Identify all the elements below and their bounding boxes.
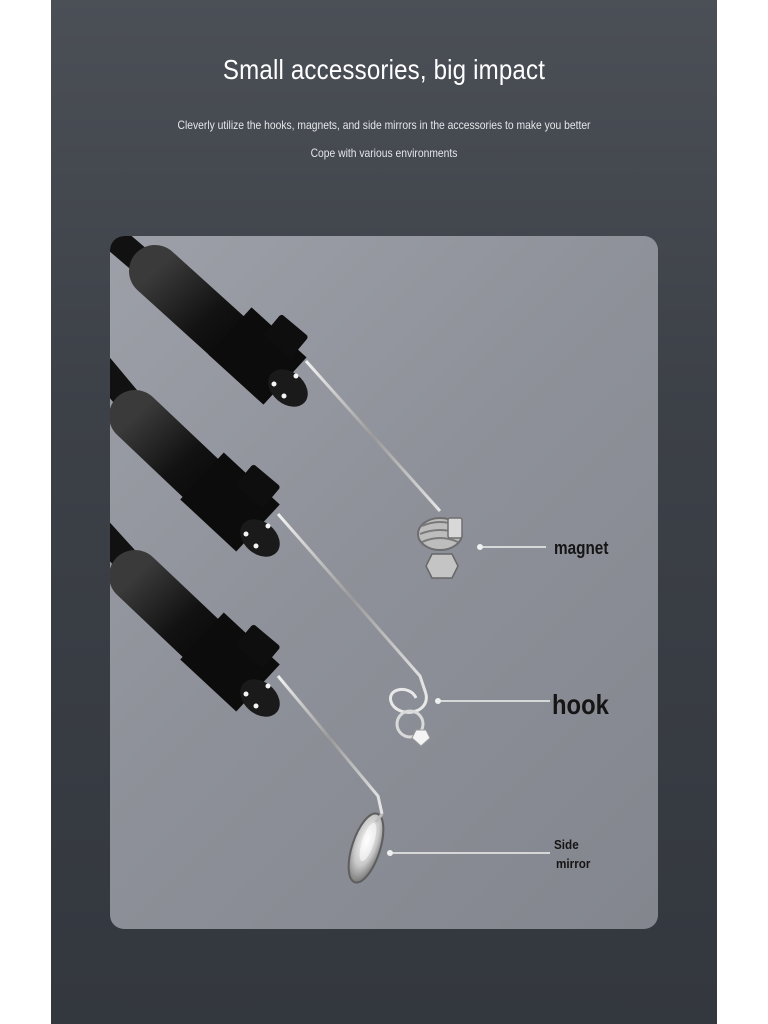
probe-hook xyxy=(110,357,550,747)
label-magnet: magnet xyxy=(554,538,609,558)
mirror-icon xyxy=(347,812,385,884)
label-hook: hook xyxy=(552,689,609,720)
background-panel: Small accessories, big impact Cleverly u… xyxy=(51,0,717,1024)
magnet-icon xyxy=(417,517,463,579)
label-side-mirror-line-1: Side xyxy=(554,837,579,852)
product-image-card: magnet hook Side mirror xyxy=(110,236,658,929)
label-side-mirror-line-2: mirror xyxy=(556,856,591,871)
hook-icon xyxy=(389,688,431,747)
endoscope-illustration xyxy=(110,236,550,884)
page-title: Small accessories, big impact xyxy=(222,54,546,85)
subtitle-line-2: Cope with various environments xyxy=(310,146,458,160)
subtitle-line-1: Cleverly utilize the hooks, magnets, and… xyxy=(177,118,591,132)
probe-magnet xyxy=(110,236,546,579)
probe-side-mirror xyxy=(110,522,550,884)
